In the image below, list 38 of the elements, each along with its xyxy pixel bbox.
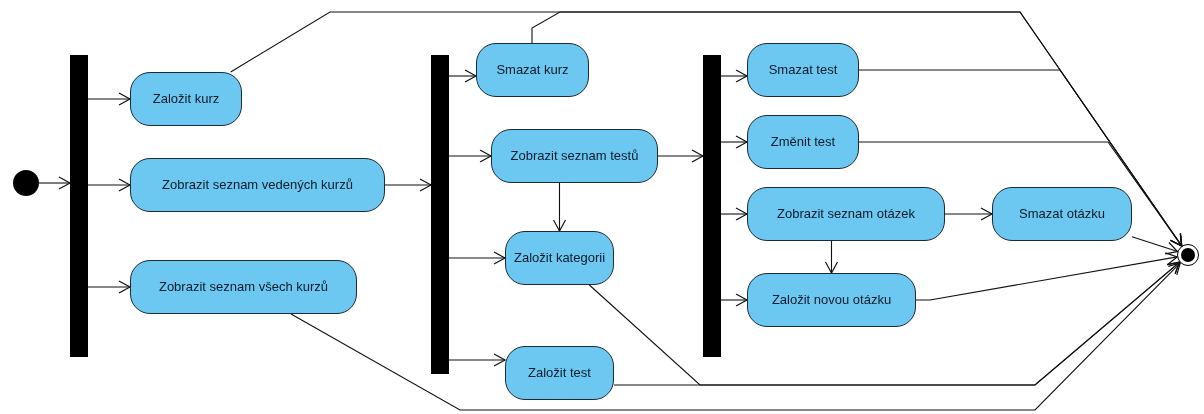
arrow xyxy=(720,207,748,221)
arrow xyxy=(448,353,506,367)
arrow xyxy=(448,251,506,265)
arrow xyxy=(448,149,492,163)
arrow xyxy=(448,69,477,83)
arrow xyxy=(824,240,839,274)
arrow xyxy=(944,207,993,221)
arrow xyxy=(858,141,1183,247)
fork-bar xyxy=(70,55,88,357)
action-box: Zobrazit seznam vedených kurzů xyxy=(130,158,385,212)
arrow xyxy=(720,293,748,307)
arrow xyxy=(38,176,71,190)
fork-bar xyxy=(431,55,449,374)
action-box: Založit test xyxy=(505,346,614,400)
arrow xyxy=(720,69,748,83)
action-box: Založit kategorii xyxy=(505,231,614,285)
initial-node xyxy=(13,170,39,196)
action-box: Založit kurz xyxy=(130,72,242,126)
arrow xyxy=(552,182,567,232)
action-box: Smazat test xyxy=(747,43,859,97)
action-box: Změnit test xyxy=(747,115,859,169)
action-box: Zobrazit seznam testů xyxy=(491,129,658,183)
arrow xyxy=(1131,236,1179,255)
arrow xyxy=(87,178,131,192)
arrow xyxy=(87,92,131,106)
arrow xyxy=(657,149,704,163)
arrow xyxy=(384,178,432,192)
action-box: Založit novou otázku xyxy=(747,273,916,327)
action-box: Zobrazit seznam všech kurzů xyxy=(130,260,357,314)
action-box: Smazat kurz xyxy=(476,43,589,97)
arrow xyxy=(87,280,131,294)
fork-bar xyxy=(703,55,721,357)
final-node xyxy=(1177,244,1199,266)
arrow xyxy=(720,135,748,149)
arrow xyxy=(290,262,1181,411)
action-box: Smazat otázku xyxy=(992,187,1132,241)
arrow xyxy=(915,252,1178,301)
action-box: Zobrazit seznam otázek xyxy=(747,187,945,241)
